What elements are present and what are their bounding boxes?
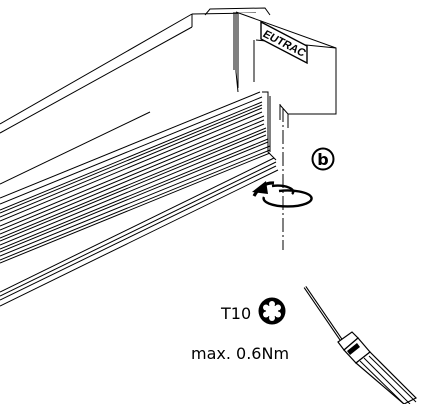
screwdriver-icon [303,286,418,405]
torx-size-label: T10 [221,304,252,323]
torx-bit-icon [258,297,286,325]
rail-profile-grooves [0,91,279,307]
rotation-arrow-icon [252,181,313,208]
step-marker: b [311,147,335,171]
step-marker-label: b [317,150,328,169]
torque-spec-label: max. 0.6Nm [191,344,290,363]
rail-end-slot [262,91,289,161]
rail-housing: EUTRAC [0,7,337,307]
